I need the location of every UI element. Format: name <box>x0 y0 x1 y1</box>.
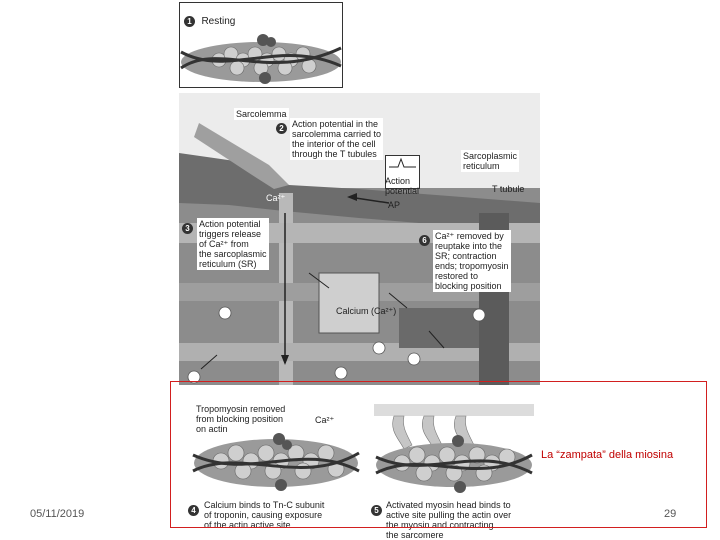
resting-label: 1 Resting <box>184 11 235 29</box>
step-4-text: Calcium binds to Tn-C subunit of troponi… <box>204 500 325 530</box>
step-2-text: Action potential in the sarcolemma carri… <box>290 118 384 160</box>
myosin-binding-panel <box>374 401 534 499</box>
step-2-label: 2 <box>276 118 287 136</box>
action-potential-wave-icon <box>389 157 416 168</box>
step-6-text: Ca²⁺ removed by reuptake into the SR; co… <box>433 230 511 292</box>
tropomyosin-removed-label: Tropomyosin removed from blocking positi… <box>196 404 286 434</box>
step-6-label: 6 <box>419 230 430 248</box>
step-6-number: 6 <box>419 235 430 246</box>
step-4-label: 4 <box>188 500 199 518</box>
step-4-number: 4 <box>188 505 199 516</box>
troponin-binding-panel <box>191 401 361 499</box>
slide-page-number: 29 <box>664 508 677 520</box>
ca-small-label: Ca²⁺ <box>266 193 286 203</box>
sarcolemma-label: Sarcolemma <box>234 104 289 122</box>
step-2-number: 2 <box>276 123 287 134</box>
step-3-text: Action potential triggers release of Ca²… <box>197 218 269 270</box>
step-3-number: 3 <box>182 223 193 234</box>
step-5-label: 5 <box>371 500 382 518</box>
calcium-label: Calcium (Ca²⁺) <box>336 306 397 316</box>
sarcolemma-text: Sarcolemma <box>234 108 289 120</box>
slide-caption: La “zampata” della miosina <box>541 449 674 461</box>
step-3-label: 3 <box>182 218 193 236</box>
step-5-text: Activated myosin head binds to active si… <box>386 500 512 540</box>
sarcoplasmic-reticulum-label: Sarcoplasmic reticulum <box>461 150 520 172</box>
action-potential-box <box>385 155 420 189</box>
step-5-number: 5 <box>371 505 382 516</box>
slide-date: 05/11/2019 <box>30 508 85 520</box>
step-1-number: 1 <box>184 16 195 27</box>
t-tubule-label: T tubule <box>492 184 525 194</box>
resting-panel <box>179 2 343 88</box>
resting-text: Resting <box>201 16 236 27</box>
action-potential-label: Action potential <box>385 176 420 196</box>
ca-label-panel4: Ca²⁺ <box>315 415 335 425</box>
ap-label: AP <box>388 200 401 210</box>
highlight-frame <box>170 381 707 528</box>
